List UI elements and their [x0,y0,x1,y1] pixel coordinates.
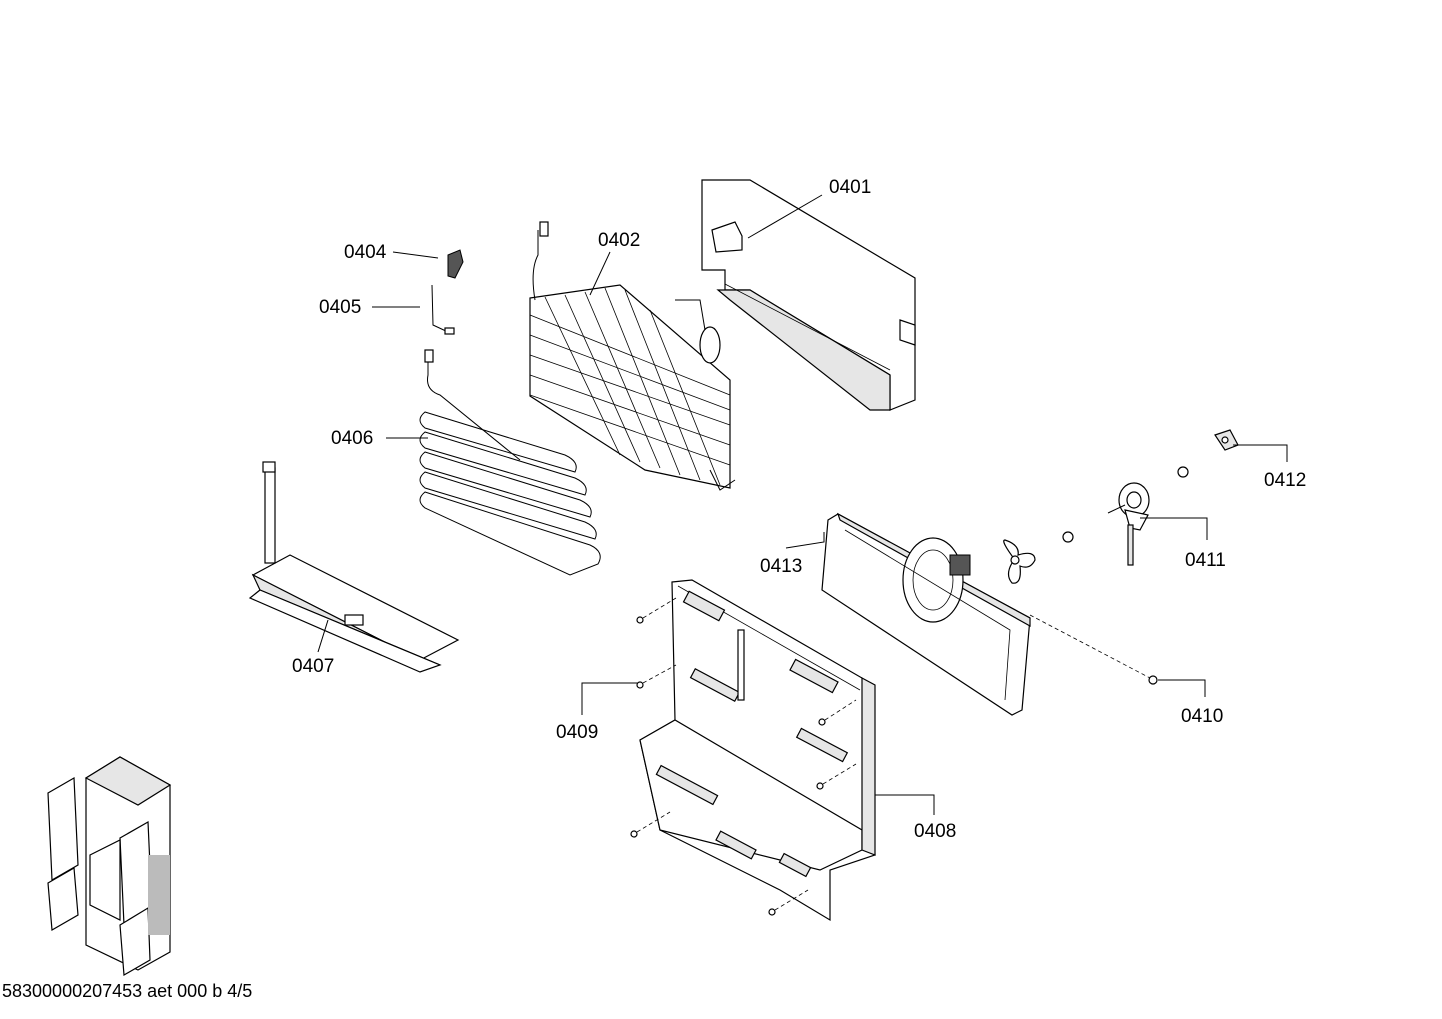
callout-0413[interactable]: 0413 [760,556,803,577]
part-0412-clip[interactable] [1214,429,1239,451]
drawing-code: 58300000207453 aet 000 b 4/5 [2,981,253,1001]
callout-0408[interactable]: 0408 [914,821,957,842]
callout-0405[interactable]: 0405 [319,297,362,318]
part-0406-heater[interactable] [419,349,601,576]
callout-0401[interactable]: 0401 [829,177,872,198]
part-0410-washer[interactable] [1029,614,1158,685]
part-0401-cover[interactable] [701,179,916,411]
callout-0411[interactable]: 0411 [1185,550,1226,571]
part-0405-sensor[interactable] [431,284,455,335]
callout-0407[interactable]: 0407 [292,656,335,677]
part-0404-clip[interactable] [447,249,464,279]
callout-0410[interactable]: 0410 [1181,706,1224,727]
leader-lines [317,194,1288,815]
part-0408-rear-panel[interactable] [639,579,876,922]
part-0409-screws[interactable] [630,597,857,916]
part-0402-evaporator[interactable] [529,221,736,491]
appliance-overview-thumbnail [47,756,172,976]
part-0413-fan-housing[interactable] [821,512,1031,716]
fan-blade [1003,539,1036,584]
callout-0412[interactable]: 0412 [1264,470,1307,491]
part-0411-fan-motor[interactable] [1062,466,1189,566]
callout-0406[interactable]: 0406 [331,428,374,449]
callout-0404[interactable]: 0404 [344,242,387,263]
part-0407-drip-tray[interactable] [248,461,460,673]
callout-0402[interactable]: 0402 [598,230,641,251]
callout-0409[interactable]: 0409 [556,722,599,743]
